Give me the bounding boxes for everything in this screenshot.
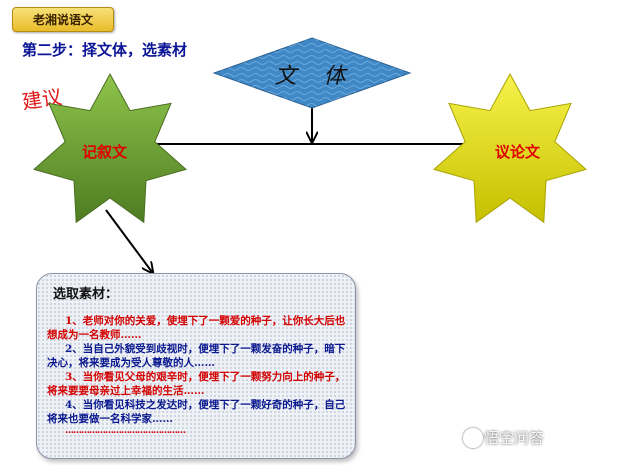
watermark-logo-icon [463,428,483,448]
materials-list: 1、老师对你的关爱，使埋下了一颗爱的种子，让你长大后也想成为一名教师…… 2、当… [47,314,351,436]
material-item: 1、老师对你的关爱，使埋下了一颗爱的种子，让你长大后也想成为一名教师…… [47,315,346,341]
argumentative-label: 议论文 [495,143,541,161]
narrative-label: 记叙文 [82,143,128,161]
arrow-diagonal-icon [105,209,152,272]
materials-title: 选取素材： [53,287,119,302]
step-title: 第二步：择文体，选素材 [22,41,188,59]
material-item: 4、当你看见科技之发达时，便埋下了一颗好奇的种子，自己将来也要做一名科学家…… [47,399,346,425]
narrative-star [32,72,188,224]
watermark-text: 悟空问答 [484,429,545,447]
genre-diamond [212,37,412,109]
materials-panel: 选取素材： 1、老师对你的关爱，使埋下了一颗爱的种子，让你长大后也想成为一名教师… [36,273,356,459]
material-item: 2、当自己外貌受到歧视时，便埋下了一颗发奋的种子，暗下决心，将来要成为受人尊敬的… [47,343,346,369]
star-shape [32,72,188,224]
brand-tag: 老湘说语文 [12,7,114,32]
brand-tag-label: 老湘说语文 [32,13,93,27]
star-shape [432,72,588,224]
material-item: 3、当你看见父母的艰辛时，便埋下了一颗努力向上的种子，将来要要母亲过上幸福的生活… [47,371,346,397]
materials-trailing-dots: ……………………………………… [65,426,186,436]
genre-label: 文 体 [274,64,356,89]
argumentative-star [432,72,588,224]
